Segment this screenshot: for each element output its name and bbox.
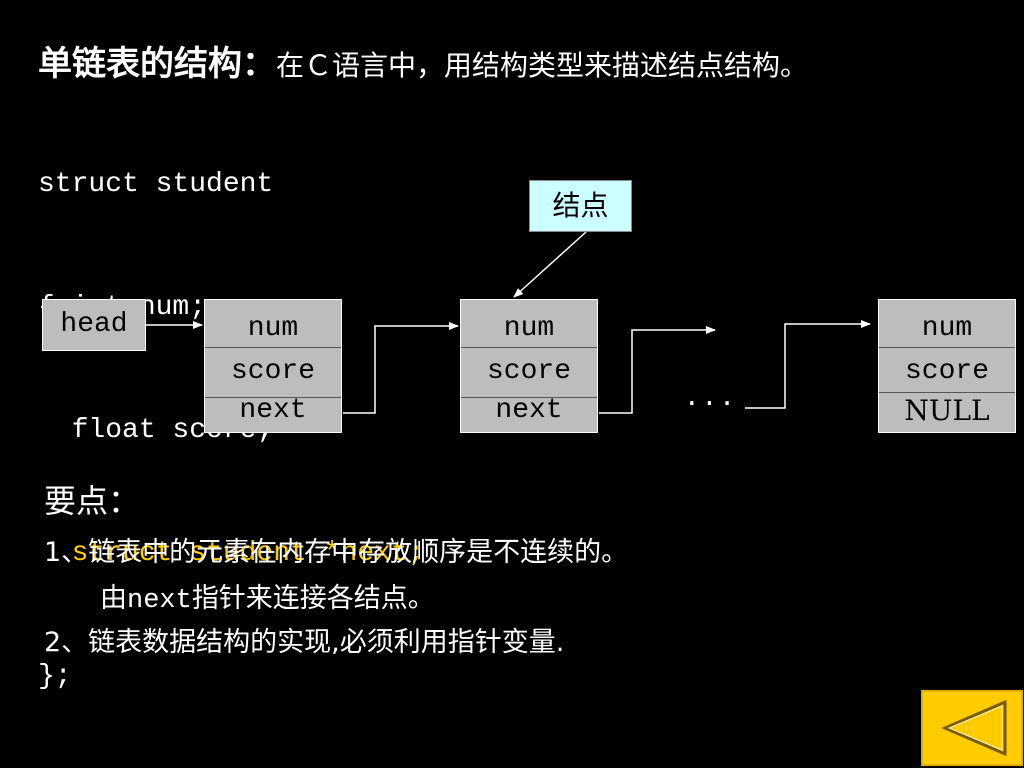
title-rest: 在Ｃ语言中，用结构类型来描述结点结构。 bbox=[276, 49, 809, 82]
node-2-next: next bbox=[495, 395, 563, 426]
points-heading: 要点： bbox=[44, 482, 141, 520]
code-line-4: struct student *next; bbox=[38, 538, 425, 569]
node-last-null: NULL bbox=[904, 394, 990, 427]
point-1b-post: 指针来连接各结点。 bbox=[191, 583, 435, 614]
node-2: num score next bbox=[460, 299, 598, 433]
point-2: 2、链表数据结构的实现,必须利用指针变量. bbox=[44, 627, 565, 658]
back-triangle-icon bbox=[941, 699, 1007, 757]
node-last-divider-2 bbox=[879, 392, 1015, 393]
node-2-num: num bbox=[503, 313, 555, 344]
arrow-ellipsis-to-last bbox=[745, 320, 871, 409]
node-2-score: score bbox=[486, 356, 571, 387]
node-1-num: num bbox=[247, 313, 299, 344]
title-bold: 单链表的结构： bbox=[38, 44, 276, 84]
code-line-1: struct student bbox=[38, 169, 274, 200]
head-pointer-box: head bbox=[42, 299, 146, 351]
point-1b-code: next bbox=[127, 586, 192, 616]
ellipsis: ... bbox=[684, 382, 737, 412]
node-callout-label: 结点 bbox=[529, 180, 632, 232]
arrow-node1-to-node2 bbox=[343, 322, 459, 414]
node-last-divider-1 bbox=[879, 347, 1015, 348]
node-last-score: score bbox=[904, 356, 989, 387]
node-last: num score NULL bbox=[878, 299, 1016, 433]
node-2-divider-2 bbox=[461, 397, 597, 398]
node-1-next: next bbox=[239, 395, 307, 426]
node-2-divider-1 bbox=[461, 347, 597, 348]
node-1: num score next bbox=[204, 299, 342, 433]
slide-title: 单链表的结构：在Ｃ语言中，用结构类型来描述结点结构。 bbox=[38, 36, 808, 85]
code-line-5: }; bbox=[38, 661, 72, 692]
callout-pointer bbox=[513, 231, 587, 298]
arrow-node2-to-ellipsis bbox=[599, 326, 716, 414]
node-1-divider-1 bbox=[205, 347, 341, 348]
back-button[interactable] bbox=[921, 690, 1023, 766]
head-label: head bbox=[60, 309, 128, 340]
point-1: 1、链表中的元素在内存中存放顺序是不连续的。 bbox=[44, 537, 629, 568]
node-1-divider-2 bbox=[205, 397, 341, 398]
point-1b-pre: 由 bbox=[100, 583, 127, 614]
node-1-score: score bbox=[230, 356, 315, 387]
node-last-num: num bbox=[921, 313, 973, 344]
point-1-continued: 由next指针来连接各结点。 bbox=[100, 576, 435, 616]
